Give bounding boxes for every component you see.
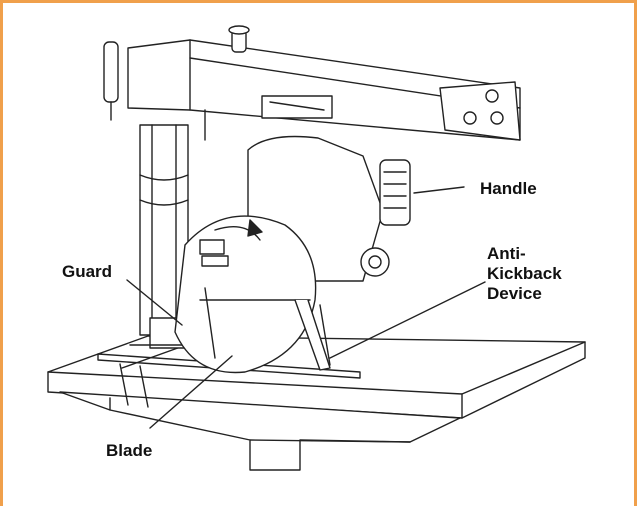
blade-leader-line: [149, 355, 233, 429]
anti-kickback-label-line-2: Kickback: [487, 264, 562, 283]
anti-kickback-label-line-1: Anti-: [487, 244, 526, 263]
guard-leader-line: [126, 279, 183, 326]
anti-kickback-label-line-3: Device: [487, 284, 542, 303]
anti-kickback-leader-line: [329, 281, 486, 359]
saw-table: [47, 335, 586, 471]
anti-kickback-label: Anti- Kickback Device: [487, 244, 562, 304]
guard-label: Guard: [62, 262, 113, 281]
blade-guard: [174, 215, 331, 374]
handle-label: Handle: [480, 179, 537, 198]
radial-arm: [103, 25, 521, 141]
blade-label: Blade: [106, 441, 153, 460]
handle-leader-line: [413, 186, 465, 194]
